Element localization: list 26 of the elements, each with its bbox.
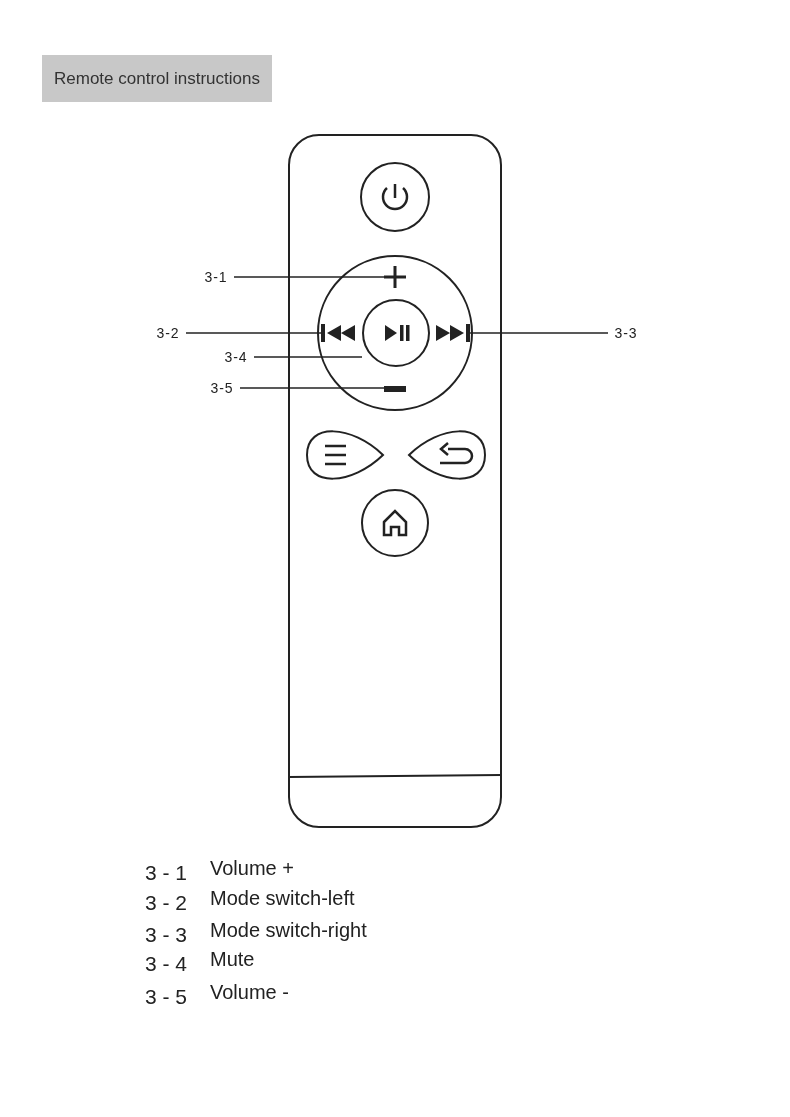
callout-number: 3-2 bbox=[152, 324, 184, 342]
callout-number: 3-5 bbox=[206, 379, 238, 397]
title: Remote control instructions bbox=[42, 55, 272, 102]
callout-number: 3-3 bbox=[610, 324, 642, 342]
plus-icon bbox=[384, 266, 406, 288]
leader-line bbox=[469, 332, 609, 334]
leader-line bbox=[239, 387, 385, 389]
callout-number: 3-1 bbox=[200, 268, 232, 286]
leader-line bbox=[185, 332, 322, 334]
callout-number: 3-4 bbox=[220, 348, 252, 366]
callout-number: 3 - 3 bbox=[145, 923, 188, 947]
next-icon bbox=[436, 324, 470, 342]
leader-line bbox=[233, 276, 385, 278]
legend-description: Volume + bbox=[210, 857, 294, 880]
leader-line bbox=[253, 356, 363, 358]
minus-icon bbox=[384, 386, 406, 392]
play-pause-button bbox=[362, 299, 430, 367]
callout-number: 3 - 2 bbox=[145, 891, 188, 915]
legend-description: Mute bbox=[210, 948, 255, 971]
callout-number: 3 - 5 bbox=[145, 985, 188, 1009]
callout-number: 3 - 4 bbox=[145, 952, 188, 976]
previous-icon bbox=[321, 324, 355, 342]
legend-description: Mode switch-left bbox=[210, 887, 355, 910]
legend-description: Mode switch-right bbox=[210, 919, 367, 942]
legend-description: Volume - bbox=[210, 981, 289, 1004]
callout-number: 3 - 1 bbox=[145, 861, 188, 885]
